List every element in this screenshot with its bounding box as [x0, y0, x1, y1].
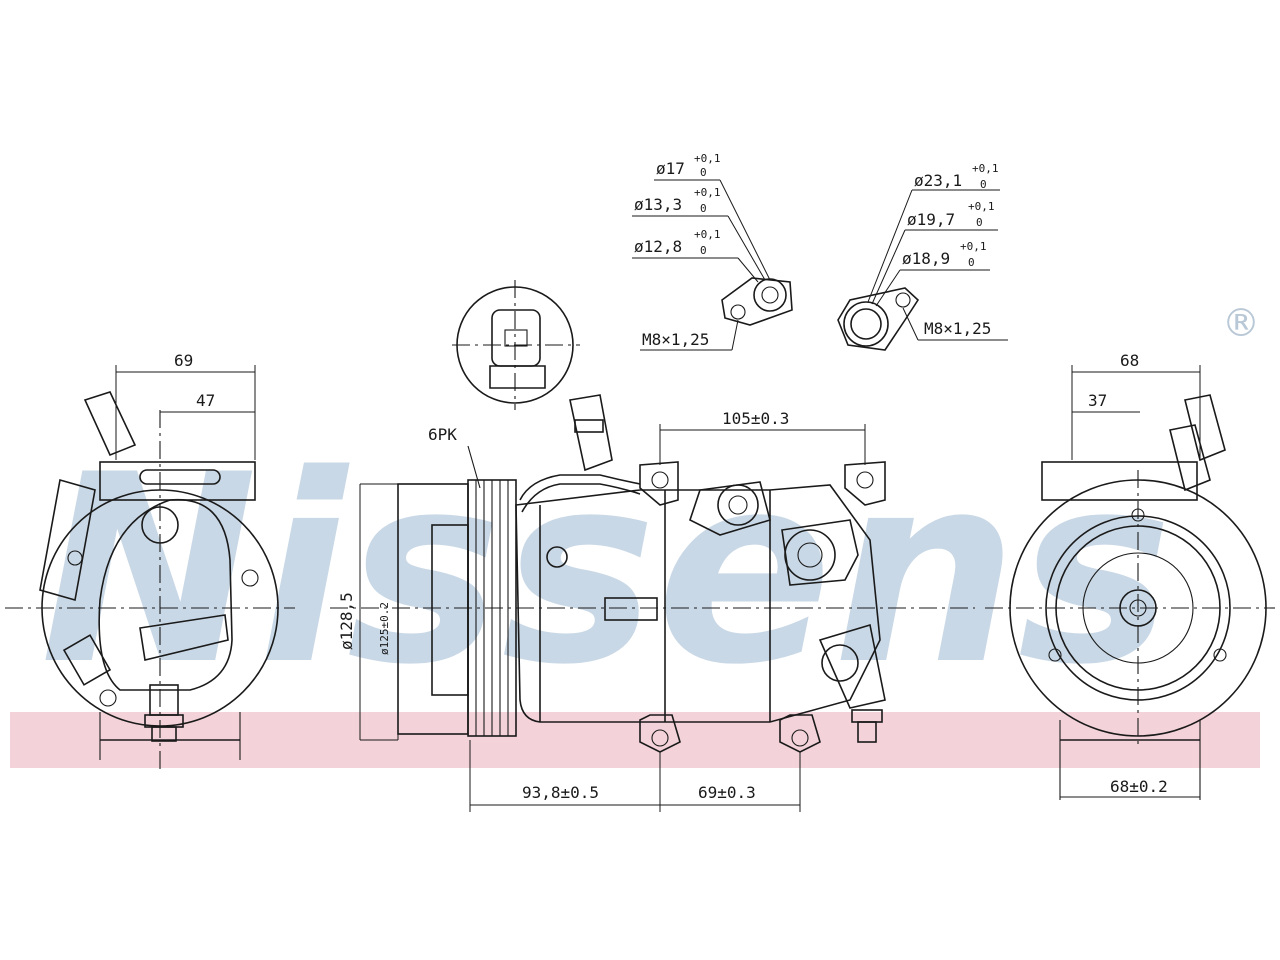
fitting-right-dia2: ø19,7 — [907, 210, 955, 229]
fitting-right-thread: M8×1,25 — [924, 319, 991, 338]
right-end-view: 68 37 68±0.2 — [985, 351, 1275, 800]
dim-69: 69±0.3 — [698, 783, 756, 802]
fitting-left-dia2: ø13,3 — [634, 195, 682, 214]
dim-left-69: 69 — [174, 351, 193, 370]
belt-label: 6PK — [428, 425, 457, 444]
fitting-right-dia1: ø23,1 — [914, 171, 962, 190]
fitting-left-dia2-tol-low: 0 — [700, 202, 707, 215]
dim-dia-125: ø125±0.2 — [378, 602, 391, 655]
fitting-left: ø17 +0,1 0 ø13,3 +0,1 0 ø12,8 +0,1 0 M8×… — [632, 152, 793, 351]
fitting-left-dia1-tol-low: 0 — [700, 166, 707, 179]
dim-right-68-bottom: 68±0.2 — [1110, 777, 1168, 796]
dim-93-8: 93,8±0.5 — [522, 783, 599, 802]
fitting-left-dia3-tol-up: +0,1 — [694, 228, 721, 241]
dim-left-47: 47 — [196, 391, 215, 410]
fitting-right-dia3-tol-up: +0,1 — [960, 240, 987, 253]
registered-mark: ® — [1222, 301, 1260, 345]
dim-dia-128: ø128,5 — [337, 592, 356, 650]
fitting-left-dia1: ø17 — [656, 159, 685, 178]
fitting-right-dia2-tol-up: +0,1 — [968, 200, 995, 213]
side-view: ø128,5 ø125±0.2 6PK — [330, 280, 975, 812]
fitting-left-dia3-tol-low: 0 — [700, 244, 707, 257]
watermark-brand: Nissens — [40, 420, 1172, 722]
fitting-right-dia2-tol-low: 0 — [976, 216, 983, 229]
dim-105: 105±0.3 — [722, 409, 789, 428]
fitting-right: ø23,1 +0,1 0 ø19,7 +0,1 0 ø18,9 +0,1 0 M… — [837, 162, 1008, 351]
dim-right-37: 37 — [1088, 391, 1107, 410]
fitting-left-dia3: ø12,8 — [634, 237, 682, 256]
fitting-right-dia1-tol-low: 0 — [980, 178, 987, 191]
fitting-left-dia1-tol-up: +0,1 — [694, 152, 721, 165]
left-end-view: 69 47 — [5, 351, 295, 770]
fitting-right-dia3-tol-low: 0 — [968, 256, 975, 269]
watermark: Nissens ® — [10, 301, 1260, 768]
fitting-left-thread: M8×1,25 — [642, 330, 709, 349]
fitting-right-dia3: ø18,9 — [902, 249, 950, 268]
fitting-left-dia2-tol-up: +0,1 — [694, 186, 721, 199]
dim-right-68: 68 — [1120, 351, 1139, 370]
fitting-right-dia1-tol-up: +0,1 — [972, 162, 999, 175]
